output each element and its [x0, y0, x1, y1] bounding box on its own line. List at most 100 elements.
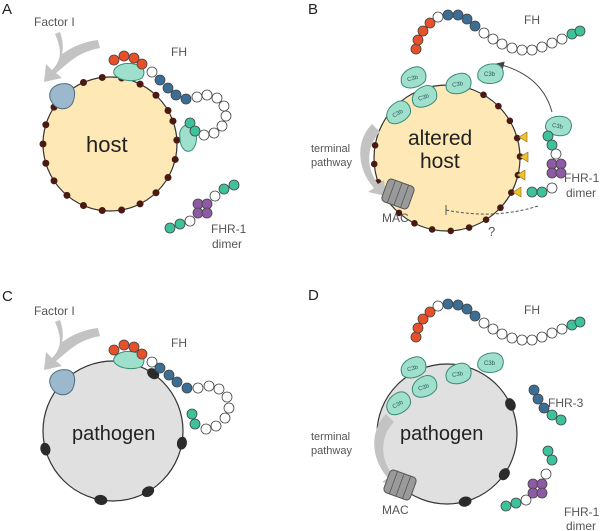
scr-domain-bead — [542, 130, 554, 142]
scr-domain-bead — [452, 299, 464, 311]
mac-complex-d — [383, 469, 417, 501]
scr-domain-bead — [171, 376, 183, 388]
terminal-label-2-b: pathway — [311, 157, 352, 169]
scr-domain-bead — [526, 44, 538, 56]
mac-complex-b — [381, 178, 415, 210]
scr-domain-bead — [526, 186, 538, 198]
panel-letter-b: B — [308, 1, 318, 18]
fhr1-label-b: FHR-1 — [564, 171, 600, 185]
scr-domain-bead — [469, 20, 481, 32]
fhr3-chain-d — [528, 384, 567, 426]
scr-domain-bead — [546, 158, 558, 170]
c3b-molecule: C3b — [445, 362, 472, 385]
scr-domain-bead — [546, 37, 558, 49]
pathogen-label-c: pathogen — [72, 423, 155, 445]
c3b-molecule: C3b — [477, 63, 504, 84]
panel-c: C Factor I pathogen FH — [2, 288, 235, 505]
scr-domain-bead — [192, 198, 204, 210]
scr-domain-bead — [210, 420, 222, 432]
panel-letter-a: A — [2, 1, 12, 18]
scr-domain-bead — [516, 334, 528, 346]
host-surface-dot — [164, 107, 172, 114]
host-surface-dot — [164, 174, 172, 181]
scr-domain-bead — [218, 100, 230, 112]
fhr1-dimer-label-d: dimer — [566, 519, 596, 531]
fhr3-label-d: FHR-3 — [548, 396, 584, 410]
host-surface-dot — [482, 216, 490, 223]
pathogen-surface-blobs-d — [458, 398, 516, 507]
fh-chain-a — [108, 50, 232, 141]
scr-domain-bead — [108, 54, 120, 66]
c3b-shape — [400, 66, 427, 89]
host-surface-dot — [50, 177, 58, 185]
fh-label-c: FH — [171, 336, 187, 350]
fh-chain-b — [410, 9, 586, 56]
scr-domain-bead — [520, 494, 532, 506]
scr-domain-bead — [487, 323, 499, 335]
scr-domain-bead — [496, 328, 508, 340]
scr-domain-bead — [510, 497, 522, 509]
scr-domain-bead — [536, 487, 548, 499]
scr-domain-bead — [542, 445, 554, 457]
scr-domain-bead — [201, 89, 213, 101]
host-surface-dot — [371, 142, 379, 149]
scr-domain-bead — [174, 218, 186, 230]
scr-domain-bead — [528, 384, 540, 396]
scr-domain-bead — [203, 380, 215, 392]
scr-domain-bead — [192, 207, 204, 219]
pathogen-label-d: pathogen — [400, 423, 483, 445]
panel-a: A Factor I host FH FHR-1 dimer — [2, 1, 247, 251]
scr-domain-bead — [412, 322, 424, 334]
scr-domain-bead — [136, 58, 148, 70]
sialic-acid-marker — [512, 186, 522, 198]
scr-domain-bead — [201, 198, 213, 210]
c3b-molecule: C3b — [386, 100, 412, 125]
c3b-label: C3b — [418, 383, 431, 393]
scr-domain-bead — [223, 402, 235, 414]
surface-ligand-blob — [498, 468, 510, 481]
host-label: host — [86, 132, 128, 157]
scr-domain-bead — [546, 454, 558, 466]
host-surface-dot — [152, 91, 160, 99]
host-surface-dot — [480, 91, 487, 99]
c3b-shape — [544, 115, 572, 137]
scr-domain-bead — [452, 9, 464, 21]
panel-letter-c: C — [2, 288, 13, 305]
c3b-label: C3b — [418, 93, 431, 103]
c3b-shape — [445, 72, 472, 95]
c3b-label: C3b — [484, 72, 496, 78]
fh-label-d: FH — [524, 303, 540, 317]
host-surface-dot — [136, 80, 144, 88]
pathogen-cell-c — [42, 360, 184, 502]
scr-domain-bead — [526, 334, 538, 346]
c3b-label: C3b — [484, 361, 496, 367]
question-mark-b: ? — [488, 224, 495, 239]
host-surface-dot — [447, 227, 455, 235]
scr-domain-bead — [469, 310, 481, 322]
scr-domain-bead — [118, 50, 130, 62]
scr-domain-bead — [184, 215, 196, 227]
fhr1-dimer-label-b: dimer — [566, 186, 596, 200]
scr-domain-bead — [516, 44, 528, 56]
scr-domain-bead — [556, 33, 568, 45]
scr-domain-bead — [146, 66, 158, 78]
scr-domain-bead — [192, 382, 204, 394]
scr-domain-bead — [181, 382, 193, 394]
ic3b-molecule-a — [49, 83, 76, 110]
fhr1-label-d: FHR-1 — [564, 505, 600, 519]
terminal-label-2-d: pathway — [311, 445, 352, 457]
host-surface-dot — [506, 117, 514, 125]
scr-domain-bead — [540, 468, 552, 480]
panel-letter-d: D — [308, 287, 319, 304]
scr-domain-bead — [410, 43, 422, 55]
c3b-label: C3b — [392, 108, 405, 119]
scr-domain-bead — [128, 341, 140, 353]
host-surface-dot — [411, 220, 418, 227]
c3b-molecule: C3b — [386, 391, 412, 416]
scr-domain-bead — [538, 402, 550, 414]
scr-domain-bead — [412, 34, 424, 46]
scr-domain-bead — [461, 303, 473, 315]
scr-domain-bead — [200, 423, 212, 435]
